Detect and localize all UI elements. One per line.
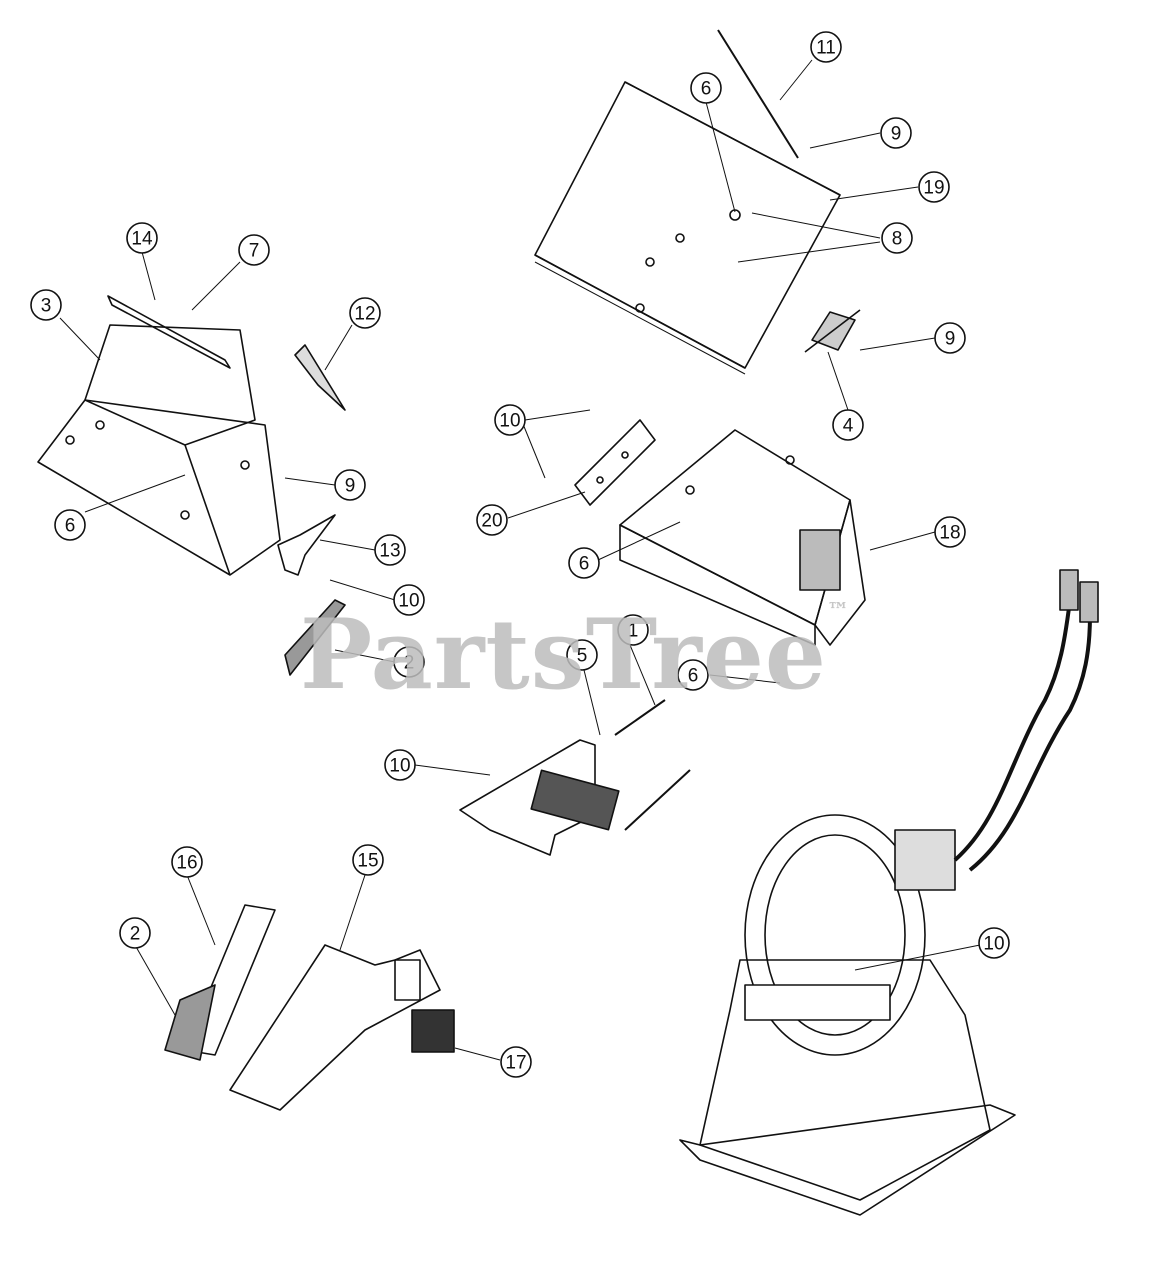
latch-part [804, 309, 861, 353]
callout-circle-c17 [500, 1046, 532, 1078]
callout-circle-c14 [126, 222, 158, 254]
callout-circle-c3 [30, 289, 62, 321]
callout-label-c10b: 10 [499, 411, 520, 432]
mounting-box-part [619, 429, 866, 646]
callout-label-c16: 16 [176, 853, 197, 874]
callout-label-c9c: 9 [345, 476, 356, 497]
callout-label-c5: 5 [577, 646, 588, 667]
callout-label-c9a: 9 [891, 124, 902, 145]
callout-circle-c2b [119, 917, 151, 949]
callout-label-c7: 7 [249, 241, 260, 262]
callout-circle-c9c [334, 469, 366, 501]
callout-circle-c12 [349, 297, 381, 329]
callout-circle-c8 [881, 222, 913, 254]
callout-circle-c4 [832, 409, 864, 441]
callout-label-c14: 14 [131, 229, 153, 250]
callout-circle-c9b [934, 322, 966, 354]
decal-small-part [411, 1009, 455, 1053]
callout-circle-c5 [566, 639, 598, 671]
chute-rod [717, 29, 799, 159]
callout-label-c2a: 2 [404, 653, 415, 674]
callout-circle-c10c [384, 749, 416, 781]
callout-circle-c9a [880, 117, 912, 149]
callout-label-c11: 11 [816, 38, 836, 59]
callout-label-c17: 17 [505, 1053, 526, 1074]
mounting-plate-part [459, 699, 691, 856]
hinge-bracket-part [574, 419, 656, 506]
callout-circle-c13 [374, 534, 406, 566]
callout-circle-c7 [238, 234, 270, 266]
callout-label-c19: 19 [923, 178, 944, 199]
callout-label-c15: 15 [357, 851, 378, 872]
callout-circle-c6c [568, 547, 600, 579]
callout-label-c6d: 6 [688, 666, 699, 687]
callout-label-c6b: 6 [65, 516, 76, 537]
handle-part [277, 514, 336, 576]
leader-lines [59, 59, 981, 1061]
callout-circle-c10a [393, 584, 425, 616]
callout-circle-c11 [810, 31, 842, 63]
callout-circle-c18 [934, 516, 966, 548]
chipper-housing-part [679, 569, 1099, 1216]
callout-circle-c6a [690, 72, 722, 104]
callout-label-c12: 12 [354, 304, 375, 325]
callout-label-c9b: 9 [945, 329, 956, 350]
callout-label-c4: 4 [843, 416, 854, 437]
guard-part [229, 944, 441, 1111]
callout-label-c20: 20 [481, 511, 502, 532]
callout-circle-c6b [54, 509, 86, 541]
discharge-chute-part [534, 81, 841, 375]
callout-label-c8: 8 [892, 229, 903, 250]
callout-circle-c10d [978, 927, 1010, 959]
callout-label-c13: 13 [379, 541, 400, 562]
deflector-part [37, 324, 281, 576]
callout-circle-c15 [352, 844, 384, 876]
callout-label-c3: 3 [41, 296, 52, 317]
callout-label-c1: 1 [628, 621, 639, 642]
callout-label-c10d: 10 [983, 934, 1004, 955]
callout-circle-c19 [918, 171, 950, 203]
callout-label-c2b: 2 [130, 924, 141, 945]
callout-label-c10a: 10 [398, 591, 419, 612]
callout-circle-c1 [617, 614, 649, 646]
callout-label-c6a: 6 [701, 79, 712, 100]
label-part [284, 599, 346, 676]
callout-label-c10c: 10 [389, 756, 410, 777]
callout-circle-c6d [677, 659, 709, 691]
callout-circle-c2a [393, 646, 425, 678]
callout-circle-c16 [171, 846, 203, 878]
callout-circle-c20 [476, 504, 508, 536]
hinge-strip-part [107, 295, 231, 369]
callout-circle-c10b [494, 404, 526, 436]
callout-label-c6c: 6 [579, 554, 590, 575]
callout-label-c18: 18 [939, 523, 960, 544]
lever-part [294, 344, 346, 411]
decal-panel-part [164, 904, 276, 1061]
